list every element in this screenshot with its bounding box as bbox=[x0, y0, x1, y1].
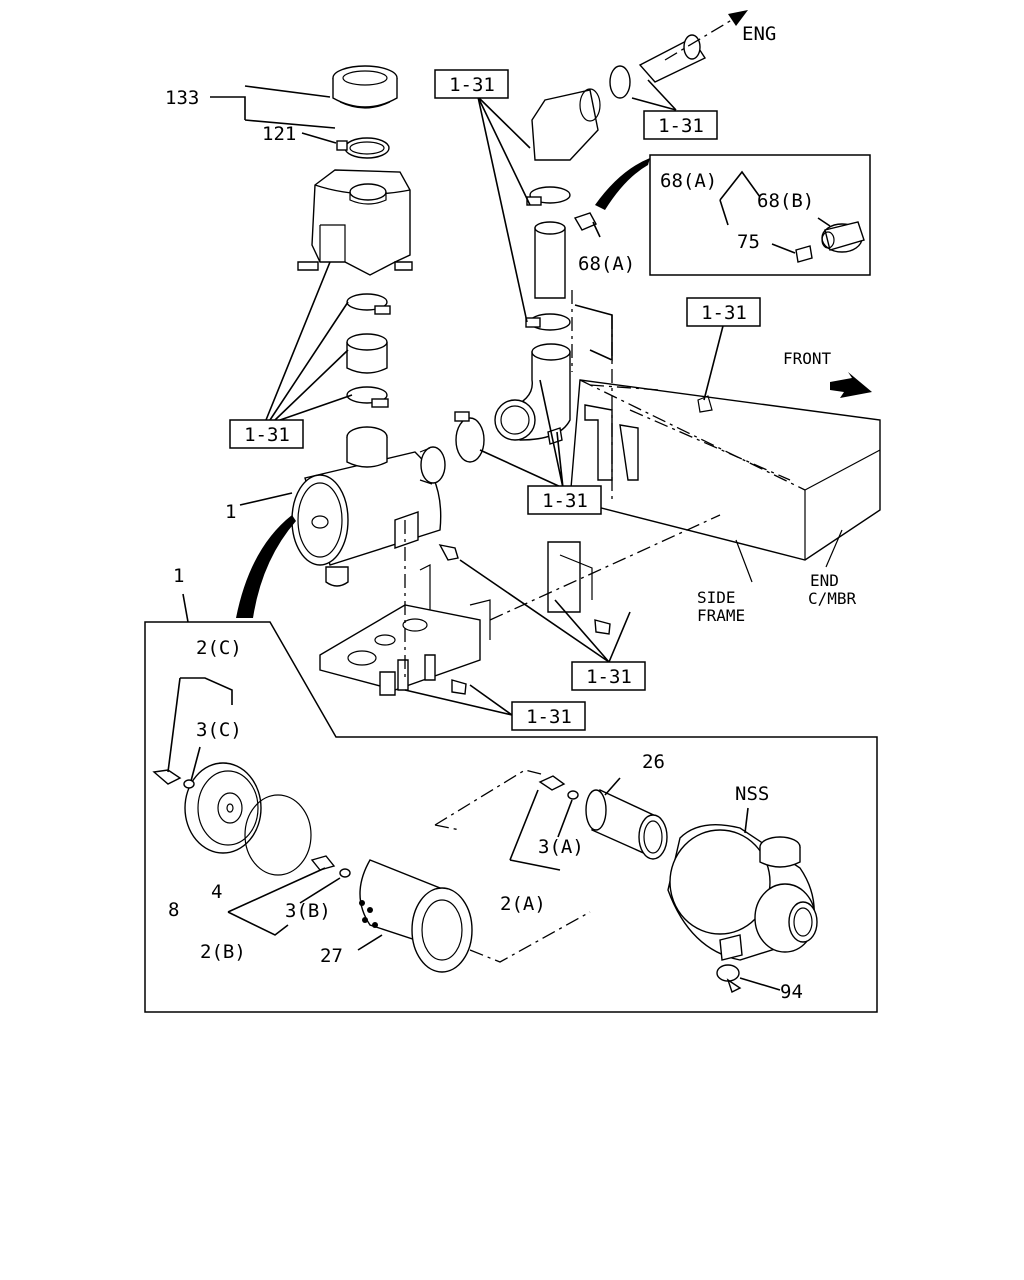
outer-element bbox=[359, 859, 473, 973]
ref-box-3: 1-31 bbox=[686, 297, 761, 327]
ref-box-1: 1-31 bbox=[434, 69, 509, 99]
intake-elbow bbox=[454, 343, 571, 463]
detail-lines bbox=[167, 593, 781, 991]
callout-detail bbox=[236, 515, 296, 618]
front-arrow bbox=[830, 372, 872, 398]
callout-inset bbox=[595, 158, 650, 210]
label-68b-inset: 68(B) bbox=[757, 190, 814, 212]
label-3a: 3(A) bbox=[538, 836, 584, 858]
label-eng: ENG bbox=[742, 23, 776, 45]
intake-pipe-middle bbox=[525, 212, 597, 331]
label-68a-inset: 68(A) bbox=[660, 170, 717, 192]
clamp-94 bbox=[716, 964, 742, 993]
label-2b: 2(B) bbox=[200, 941, 246, 963]
label-1-detail: 1 bbox=[173, 565, 184, 587]
label-27: 27 bbox=[320, 945, 343, 967]
gasket bbox=[244, 794, 312, 876]
air-cleaner-body bbox=[291, 426, 446, 587]
label-8: 8 bbox=[168, 899, 179, 921]
alignment-lines bbox=[404, 290, 843, 680]
precleaner-housing bbox=[297, 169, 413, 276]
air-cleaner-cap bbox=[332, 65, 398, 109]
label-26: 26 bbox=[642, 751, 665, 773]
label-68a-main: 68(A) bbox=[578, 253, 635, 275]
ref-label: 1-31 bbox=[449, 74, 495, 96]
ref-box-7: 1-31 bbox=[511, 701, 586, 731]
ref-label: 1-31 bbox=[586, 666, 632, 688]
label-side-frame-2: FRAME bbox=[697, 606, 745, 625]
leaders-upper bbox=[210, 79, 725, 716]
label-nss: NSS bbox=[735, 783, 769, 805]
mounting-bracket bbox=[319, 564, 491, 696]
label-front: FRONT bbox=[783, 349, 832, 368]
label-2c: 2(C) bbox=[196, 637, 242, 659]
eng-arrow bbox=[664, 10, 748, 61]
ref-box-4: 1-31 bbox=[229, 419, 304, 449]
side-frame bbox=[547, 379, 881, 613]
ref-box-6: 1-31 bbox=[571, 661, 646, 691]
label-1-upper: 1 bbox=[225, 501, 236, 523]
inset-panel bbox=[649, 154, 871, 276]
ref-label: 1-31 bbox=[658, 115, 704, 137]
label-4: 4 bbox=[211, 881, 222, 903]
dust-cup-cover bbox=[184, 762, 262, 854]
intake-pipe-upper bbox=[526, 34, 707, 206]
label-121: 121 bbox=[262, 123, 296, 145]
label-2a: 2(A) bbox=[500, 893, 546, 915]
ref-box-2: 1-31 bbox=[643, 110, 718, 140]
label-94: 94 bbox=[780, 981, 803, 1003]
cap-clamp bbox=[336, 137, 390, 159]
ref-label: 1-31 bbox=[244, 424, 290, 446]
label-end-mbr-2: C/MBR bbox=[808, 589, 857, 608]
label-3b: 3(B) bbox=[285, 900, 331, 922]
bracket-bolts bbox=[438, 544, 611, 695]
wing-bolt-c bbox=[152, 769, 195, 789]
ref-label: 1-31 bbox=[701, 302, 747, 324]
precleaner-hose-set bbox=[346, 293, 391, 408]
label-75-inset: 75 bbox=[737, 231, 760, 253]
ref-label: 1-31 bbox=[542, 490, 588, 512]
label-133: 133 bbox=[165, 87, 199, 109]
inner-element bbox=[585, 788, 668, 860]
ref-box-5: 1-31 bbox=[527, 485, 602, 515]
wing-bolt-b bbox=[310, 855, 351, 878]
label-end-mbr-1: END bbox=[810, 571, 839, 590]
label-side-frame-1: SIDE bbox=[697, 588, 736, 607]
nss-housing bbox=[667, 823, 818, 961]
wing-bolt-a bbox=[538, 775, 579, 800]
ref-label: 1-31 bbox=[526, 706, 572, 728]
label-3c: 3(C) bbox=[196, 719, 242, 741]
